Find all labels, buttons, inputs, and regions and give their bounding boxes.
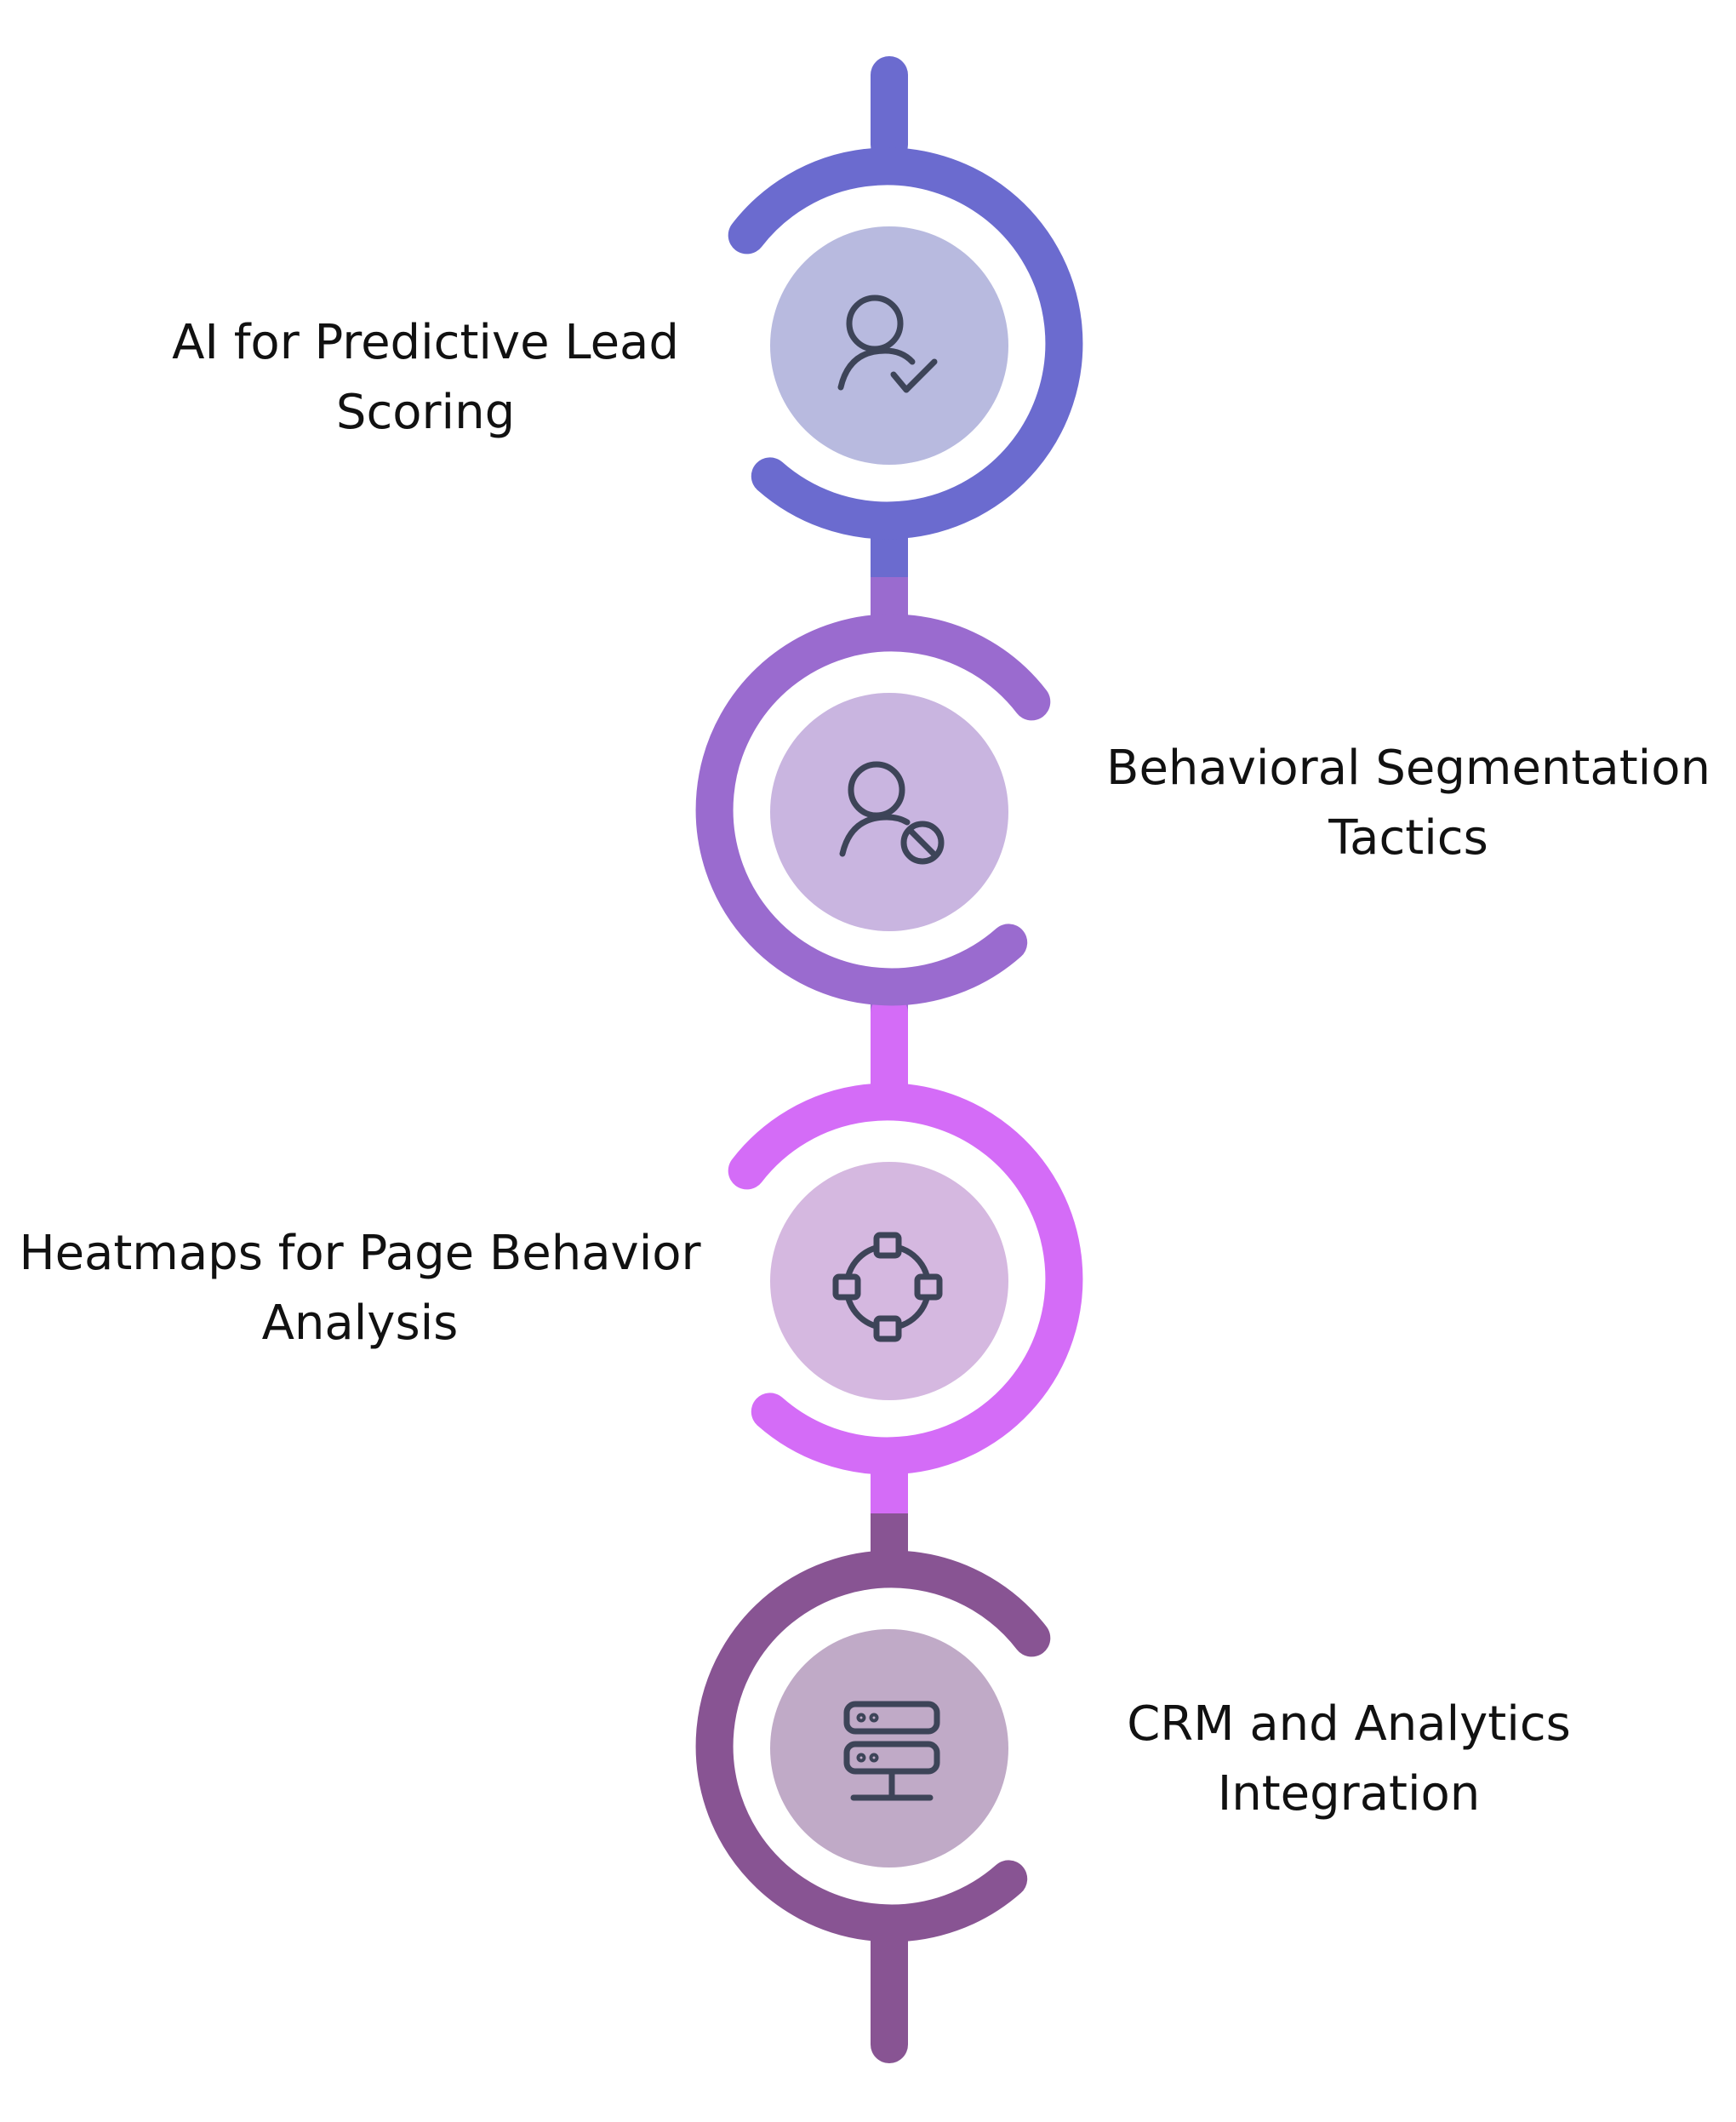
step-2-ring (695, 614, 1051, 1006)
server-icon (843, 1701, 940, 1801)
step-2-label: Behavioral Segmentation Tactics (1094, 734, 1723, 873)
step-3-label-line1: Heatmaps for Page Behavior (19, 1226, 701, 1281)
step-1-label-line1: AI for Predictive Lead (172, 315, 679, 370)
step-1-label-line2: Scoring (335, 385, 516, 440)
user-check-icon (837, 295, 938, 393)
step-4-ring (695, 1550, 1051, 1942)
step-3-ring (728, 1083, 1083, 1475)
step-1-ring (728, 147, 1083, 540)
step-4-label-line2: Integration (1217, 1766, 1481, 1822)
step-4-circle (770, 1629, 1008, 1867)
step-4-label: CRM and Analytics Integration (1094, 1690, 1604, 1829)
step-2-label-line2: Tactics (1328, 810, 1488, 866)
step-3-circle (770, 1162, 1008, 1400)
step-3-label-line2: Analysis (261, 1296, 459, 1351)
step-1-label: AI for Predictive Lead Scoring (145, 308, 706, 448)
step-2-label-line1: Behavioral Segmentation (1106, 741, 1710, 796)
step-3-label: Heatmaps for Page Behavior Analysis (15, 1219, 705, 1358)
user-blocked-icon (839, 761, 945, 865)
step-4-label-line1: CRM and Analytics (1127, 1696, 1571, 1752)
nodes-circle-icon (832, 1232, 943, 1342)
